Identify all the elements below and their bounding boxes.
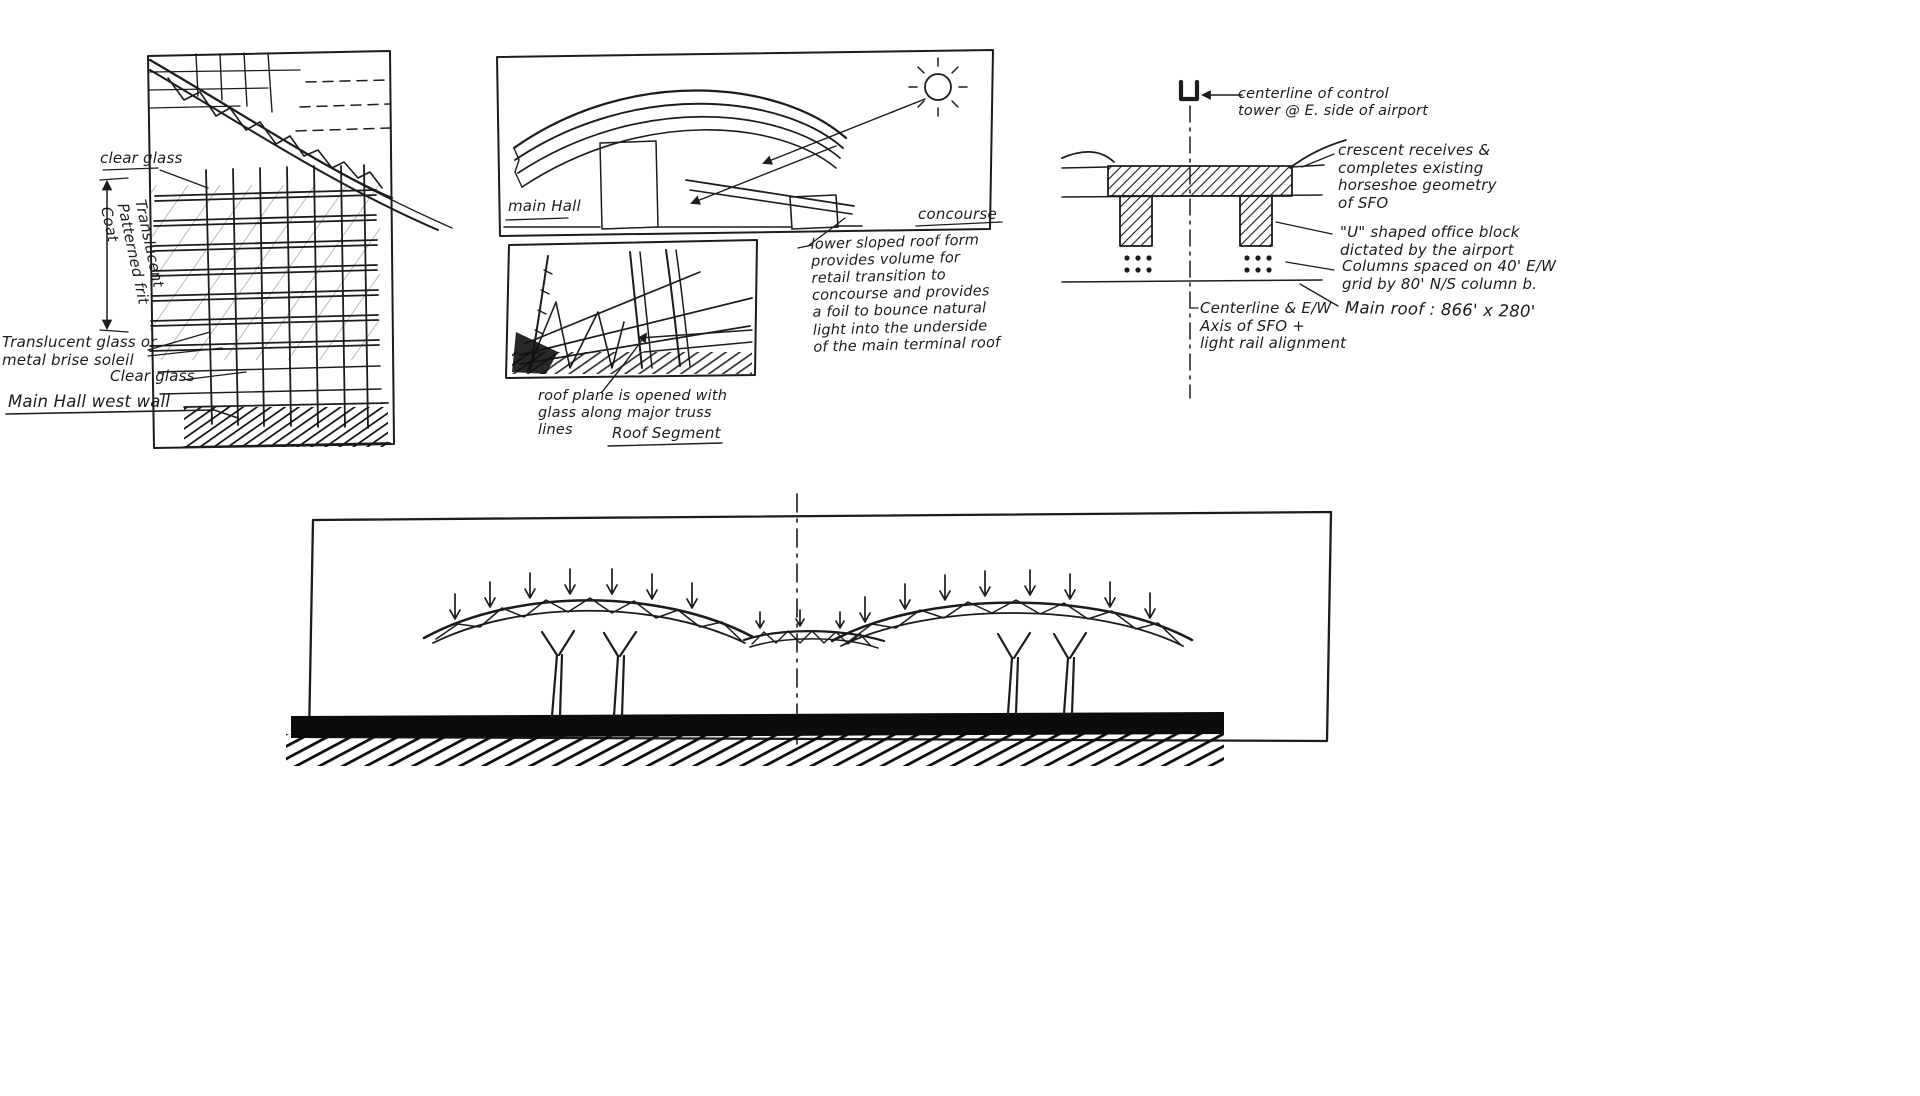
- label-clear-glass-bottom: Clear glass: [110, 367, 195, 385]
- label-main-roof: Main roof : 866' x 280': [1344, 298, 1536, 321]
- west-wall-underline: [5, 409, 239, 419]
- tree-columns: [540, 629, 1088, 718]
- crescent-roof-bar: [1107, 165, 1293, 197]
- sun-icon: [908, 57, 968, 117]
- brise-soleil-texture: [150, 185, 380, 360]
- label-office-block: "U" shaped office block dictated by the …: [1340, 223, 1520, 259]
- label-crescent: crescent receives & completes existing h…: [1338, 141, 1497, 213]
- label-clear-glass-top: clear glass: [100, 149, 183, 167]
- ground-hatch: [286, 734, 1224, 766]
- roof-form-sketch: [496, 49, 1003, 249]
- label-main-hall: main Hall: [508, 197, 581, 215]
- ground-band: [291, 712, 1224, 738]
- site-plan-sketch: [1061, 79, 1347, 399]
- facade-sketch: [5, 50, 453, 449]
- annotation-arrow: [601, 332, 648, 393]
- label-concourse: concourse: [918, 205, 997, 223]
- facade-base-hatch: [184, 407, 388, 447]
- annotation-roof-segment: roof plane is opened with glass along ma…: [538, 388, 728, 439]
- roof-segment-ground-hatch: [512, 352, 752, 374]
- office-block-right-leg: [1239, 195, 1273, 247]
- label-centerline-axis: Centerline & E/W Axis of SFO + light rai…: [1200, 299, 1347, 353]
- concourse-underline: [915, 221, 1003, 227]
- main-hall-underline: [505, 217, 569, 221]
- label-brise-soleil: Translucent glass or metal brise soleil: [2, 333, 157, 369]
- control-tower-symbol: [1178, 79, 1200, 102]
- column-grid-dots: [1124, 255, 1272, 273]
- roof-segment-sketch: [505, 239, 758, 447]
- annotation-roof-form: lower sloped roof form provides volume f…: [810, 232, 1001, 356]
- label-main-hall-west-wall: Main Hall west wall: [8, 392, 171, 411]
- section-sketch: [286, 493, 1333, 766]
- caption-roof-segment: Roof Segment: [612, 424, 721, 442]
- bounce-light-arrow: [690, 145, 837, 205]
- load-arrows: [449, 568, 1156, 629]
- label-control-tower: centerline of control tower @ E. side of…: [1238, 86, 1429, 120]
- office-block-left-leg: [1119, 195, 1153, 247]
- sunlight-arrow: [762, 98, 926, 165]
- label-columns: Columns spaced on 40' E/W grid by 80' N/…: [1342, 257, 1557, 293]
- roof-segment-underline: [607, 442, 723, 447]
